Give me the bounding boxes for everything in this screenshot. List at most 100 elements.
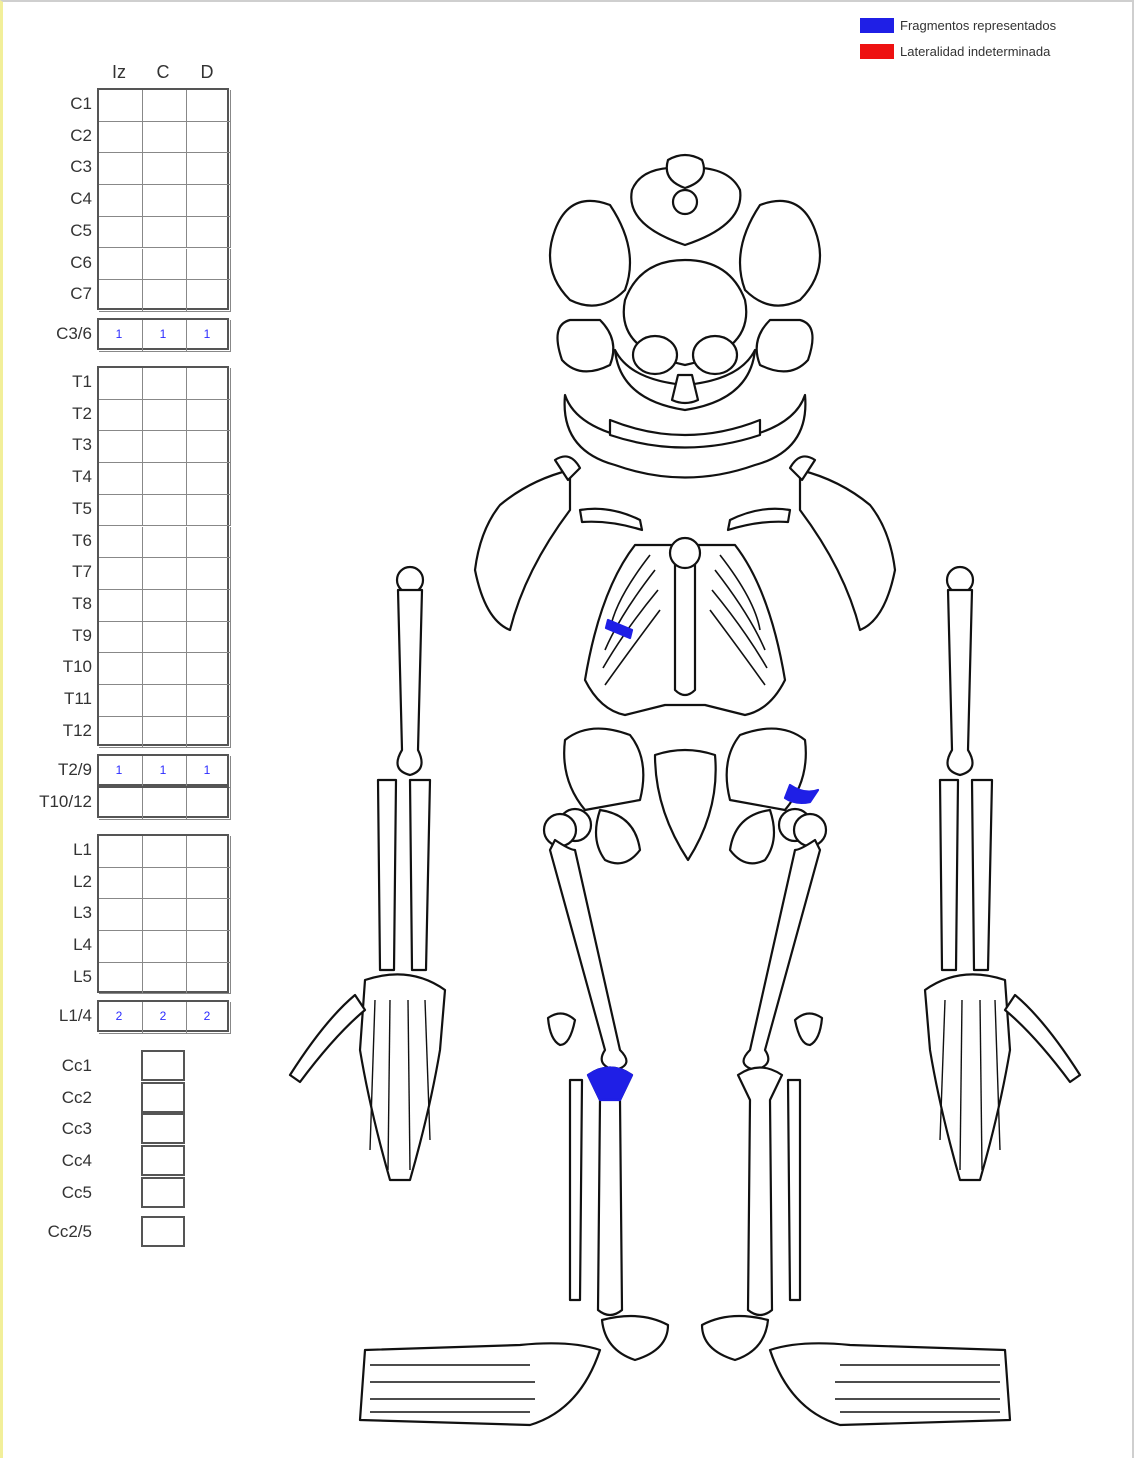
vertebra-cell[interactable] [143,931,187,963]
vertebra-cell[interactable] [187,90,231,122]
vertebra-cell[interactable] [99,185,143,217]
vertebra-cell[interactable] [187,836,231,868]
vertebra-cell[interactable] [99,122,143,154]
coccyx-cell[interactable] [141,1145,185,1176]
skeleton-diagram [270,150,1120,1440]
humerus-right [948,590,973,775]
vertebra-cell[interactable] [99,280,143,312]
vertebra-cell[interactable] [143,400,187,432]
vertebra-label: T7 [2,562,92,582]
vertebra-cell[interactable] [99,368,143,400]
vertebra-cell[interactable] [187,185,231,217]
summary-count: 1 [97,763,141,777]
vertebra-cell[interactable] [187,400,231,432]
vertebra-cell[interactable] [99,400,143,432]
vertebra-label: L1 [2,840,92,860]
vertebra-cell[interactable] [143,685,187,717]
summary-cell[interactable] [99,788,143,820]
vertebra-cell[interactable] [187,249,231,281]
summary-count: 2 [141,1009,185,1023]
vertebra-cell[interactable] [99,899,143,931]
vertebra-cell[interactable] [99,495,143,527]
vertebra-label: C2 [2,126,92,146]
patella-right [795,1013,822,1045]
vertebra-cell[interactable] [143,590,187,622]
vertebra-cell[interactable] [187,963,231,995]
vertebra-cell[interactable] [143,217,187,249]
vertebra-cell[interactable] [99,558,143,590]
vertebra-cell[interactable] [187,931,231,963]
vertebra-cell[interactable] [143,431,187,463]
vertebra-cell[interactable] [99,527,143,559]
vertebra-cell[interactable] [187,431,231,463]
vertebra-cell[interactable] [99,431,143,463]
vertebra-cell[interactable] [143,368,187,400]
coccyx-cell[interactable] [141,1082,185,1113]
vertebra-cell[interactable] [143,963,187,995]
vertebra-label: L1/4 [2,1006,92,1026]
vertebra-label: L2 [2,872,92,892]
vertebra-cell[interactable] [99,622,143,654]
vertebra-cell[interactable] [143,868,187,900]
vertebra-cell[interactable] [187,653,231,685]
vertebra-cell[interactable] [143,153,187,185]
vertebra-cell[interactable] [187,558,231,590]
vertebra-cell[interactable] [99,463,143,495]
vertebra-cell[interactable] [99,653,143,685]
vertebra-cell[interactable] [143,185,187,217]
vertebra-cell[interactable] [187,153,231,185]
vertebra-cell[interactable] [187,590,231,622]
temporal-left [558,320,614,371]
vertebra-cell[interactable] [143,717,187,749]
vertebra-cell[interactable] [187,622,231,654]
vertebra-cell[interactable] [187,717,231,749]
vertebra-cell[interactable] [143,653,187,685]
coccyx-cell[interactable] [141,1113,185,1144]
vertebra-cell[interactable] [143,463,187,495]
coccyx-summary-cell[interactable] [141,1216,185,1247]
column-header-iz: Iz [97,62,141,83]
orbit-left [633,336,677,374]
vertebra-cell[interactable] [187,368,231,400]
vertebra-cell[interactable] [143,899,187,931]
vertebra-cell[interactable] [99,217,143,249]
vertebra-cell[interactable] [187,685,231,717]
summary-cell[interactable] [143,788,187,820]
vertebra-cell[interactable] [99,249,143,281]
vertebra-label: L4 [2,935,92,955]
sacrum [655,750,716,860]
vertebra-cell[interactable] [187,868,231,900]
vertebra-cell[interactable] [99,868,143,900]
vertebra-cell[interactable] [187,122,231,154]
vertebra-cell[interactable] [99,717,143,749]
vertebra-cell[interactable] [187,280,231,312]
vertebra-cell[interactable] [143,836,187,868]
vertebra-cell[interactable] [99,685,143,717]
vertebra-cell[interactable] [143,280,187,312]
vertebra-cell[interactable] [99,836,143,868]
vertebra-cell[interactable] [143,249,187,281]
vertebra-cell[interactable] [143,558,187,590]
vertebra-cell[interactable] [99,90,143,122]
vertebra-cell[interactable] [143,527,187,559]
vertebra-cell[interactable] [99,153,143,185]
coccyx-cell[interactable] [141,1177,185,1208]
coccyx-cell[interactable] [141,1050,185,1081]
vertebra-cell[interactable] [99,590,143,622]
temporal-right [757,320,813,371]
summary-cell[interactable] [187,788,231,820]
vertebra-label: T6 [2,531,92,551]
vertebra-cell[interactable] [99,963,143,995]
vertebra-label: T2 [2,404,92,424]
vertebra-cell[interactable] [187,217,231,249]
vertebra-cell[interactable] [99,931,143,963]
vertebra-cell[interactable] [143,622,187,654]
vertebra-cell[interactable] [187,899,231,931]
orbit-right [693,336,737,374]
vertebra-cell[interactable] [187,495,231,527]
vertebra-cell[interactable] [143,495,187,527]
vertebra-cell[interactable] [143,90,187,122]
vertebra-cell[interactable] [143,122,187,154]
vertebra-cell[interactable] [187,527,231,559]
vertebra-cell[interactable] [187,463,231,495]
